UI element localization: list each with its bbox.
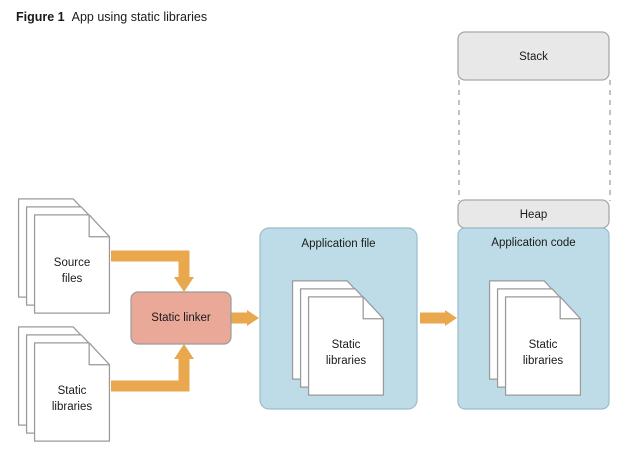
edge-source-to-linker xyxy=(111,250,194,292)
static-linker-box xyxy=(130,291,232,345)
appfile-doc-label-line1: Static xyxy=(332,339,361,351)
input-static-libraries-label-line1: Static xyxy=(58,385,87,397)
edge-linker-to-appfile-arrowhead xyxy=(247,310,259,326)
appfile-doc-label-line2: libraries xyxy=(326,355,367,367)
edge-appfile-to-appcode xyxy=(420,310,457,326)
figure-caption: Figure 1 App using static libraries xyxy=(16,10,207,24)
node-application-code[interactable]: Application code Static libraries xyxy=(457,227,610,410)
edge-libs-to-linker-arrowhead xyxy=(174,344,194,359)
figure-caption-text: App using static libraries xyxy=(71,10,208,24)
node-source-files[interactable]: Source files xyxy=(17,198,111,314)
edge-appfile-to-appcode-arrowhead xyxy=(445,310,457,326)
edge-source-to-linker-arrowhead xyxy=(174,277,194,292)
node-static-linker[interactable]: Static linker xyxy=(130,291,232,345)
application-code-label: Application code xyxy=(491,237,575,249)
stack-label: Stack xyxy=(519,51,548,63)
node-stack[interactable]: Stack xyxy=(457,31,610,81)
input-static-libraries-label-line2: libraries xyxy=(52,401,93,413)
figure-caption-label: Figure 1 xyxy=(16,10,65,24)
doc-stack-application-file: Static libraries xyxy=(291,280,385,396)
appcode-doc-label-line1: Static xyxy=(529,339,558,351)
memory-gap-dashed-lines xyxy=(458,80,611,201)
edge-source-to-linker-line xyxy=(111,250,190,277)
edge-linker-to-appfile xyxy=(231,310,259,326)
doc-stack-application-code: Static libraries xyxy=(488,280,582,396)
heap-label: Heap xyxy=(520,209,548,221)
edge-libs-to-linker-line xyxy=(111,359,190,392)
node-input-static-libraries[interactable]: Static libraries xyxy=(17,326,111,442)
appcode-doc-label-line2: libraries xyxy=(523,355,564,367)
stack-box xyxy=(457,31,610,81)
static-linker-label: Static linker xyxy=(151,312,211,324)
source-files-label-line2: files xyxy=(62,273,83,285)
node-application-file[interactable]: Application file Static libraries xyxy=(259,227,418,410)
source-files-label-line1: Source xyxy=(54,257,90,269)
edge-libs-to-linker xyxy=(111,344,194,392)
node-heap[interactable]: Heap xyxy=(457,199,610,229)
application-file-label: Application file xyxy=(301,238,375,250)
